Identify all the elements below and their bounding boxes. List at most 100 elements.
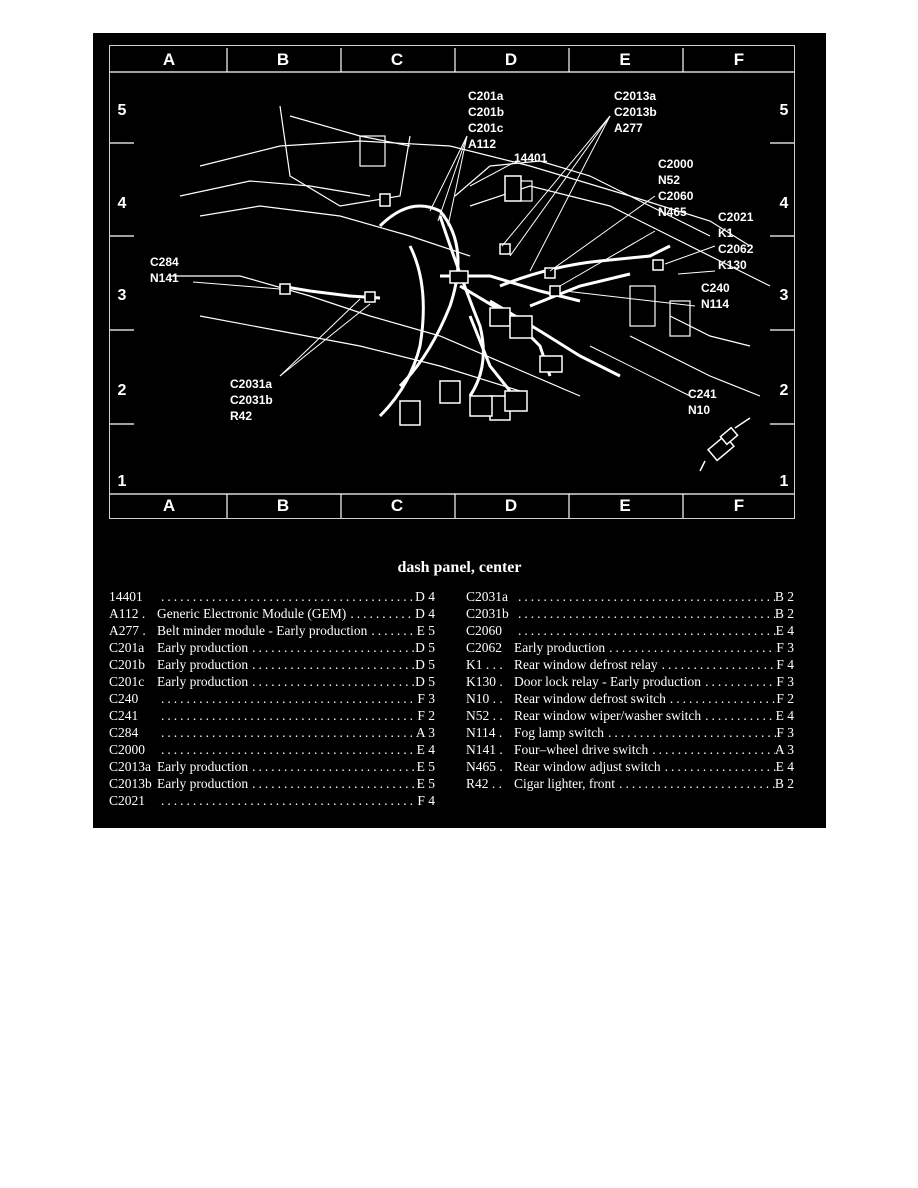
dash-panel-figure: A B C D E F A B C D E F 5 4 3 2 1 5 4 3 … — [93, 33, 826, 828]
legend-description: Rear window defrost relay — [514, 657, 658, 672]
legend-grid-location: F 3 — [417, 691, 435, 706]
callout-label: C2031b — [230, 393, 273, 407]
grid-row-label-left: 5 — [117, 102, 127, 119]
legend-description: Early production — [157, 657, 249, 672]
grid-row-label-left: 1 — [117, 473, 127, 490]
legend-right-column: C2031a..................................… — [466, 589, 794, 793]
callout-c240: C240 N114 — [701, 280, 730, 312]
callout-label: C201b — [468, 105, 505, 119]
grid-row-label-right: 2 — [779, 382, 789, 399]
callout-label: K1 — [718, 226, 734, 240]
legend-code: C201a — [109, 640, 145, 655]
grid-row-label-right: 3 — [779, 287, 789, 304]
callout-label: A112 — [468, 137, 497, 151]
legend-code: C2031b — [466, 606, 509, 621]
legend-leader-dots: ........................................… — [609, 640, 776, 655]
grid-row-label-right: 1 — [779, 473, 789, 490]
legend-grid-location: D 4 — [415, 589, 435, 604]
legend-grid-location: B 2 — [774, 776, 794, 791]
legend-code: N52 . . — [466, 708, 503, 723]
callout-label: C2062 — [718, 242, 754, 256]
callout-label: N52 — [658, 173, 681, 187]
legend-row: N141 .Four–wheel drive switch...........… — [466, 742, 794, 759]
legend-description: Rear window defrost switch — [514, 691, 666, 706]
legend-row: C241....................................… — [109, 708, 435, 725]
legend-leader-dots: ........................................… — [371, 623, 416, 638]
legend-description: Fog lamp switch — [514, 725, 604, 740]
legend-description: Early production — [157, 776, 249, 791]
callout-label: N141 — [150, 271, 179, 285]
legend-row: K130 .Door lock relay - Early production… — [466, 674, 794, 691]
legend-row: K1 . . .Rear window defrost relay.......… — [466, 657, 794, 674]
legend-grid-location: E 4 — [416, 742, 435, 757]
legend-code: C2021 — [109, 793, 146, 808]
callout-label: R42 — [230, 409, 253, 423]
grid-row-label-left: 3 — [117, 287, 127, 304]
legend-code: N10 . . — [466, 691, 503, 706]
legend-grid-location: D 4 — [415, 606, 435, 621]
legend-description: Four–wheel drive switch — [514, 742, 649, 757]
callout-label: C2021 — [718, 210, 754, 224]
callout-label: C201a — [468, 89, 504, 103]
legend-grid-location: B 2 — [774, 589, 794, 604]
callout-c284: C284 N141 — [150, 254, 179, 286]
legend-leader-dots: ........................................… — [161, 589, 416, 604]
legend-row: C2060...................................… — [466, 623, 794, 640]
legend-row: N52 . .Rear window wiper/washer switch..… — [466, 708, 794, 725]
legend-grid-location: F 3 — [776, 725, 794, 740]
grid-col-label-bottom: E — [619, 496, 631, 515]
legend-leader-dots: ........................................… — [518, 589, 775, 604]
callout-c241: C241 N10 — [688, 386, 717, 418]
legend-leader-dots: ........................................… — [252, 759, 417, 774]
grid-col-label-bottom: C — [390, 496, 404, 515]
legend-leader-dots: ........................................… — [161, 725, 416, 740]
legend-row: C2031a..................................… — [466, 589, 794, 606]
legend-grid-location: A 3 — [415, 725, 435, 740]
legend-leader-dots: ........................................… — [619, 776, 775, 791]
legend-code: C2031a — [466, 589, 508, 604]
legend-description: Rear window wiper/washer switch — [514, 708, 702, 723]
legend-description: Early production — [157, 674, 249, 689]
legend-description: Belt minder module - Early production — [157, 623, 368, 638]
legend-description: Generic Electronic Module (GEM) — [157, 606, 347, 621]
legend-row: N10 . . Rear window defrost switch.......… — [466, 691, 794, 708]
legend-leader-dots: ........................................… — [518, 606, 775, 621]
legend-code: R42 . . — [466, 776, 503, 791]
callout-c2031: C2031a C2031b R42 — [230, 376, 273, 424]
legend-row: C240....................................… — [109, 691, 435, 708]
wiring-diagram-drawing — [110, 48, 794, 518]
legend-description: Early production — [157, 759, 249, 774]
grid-col-label-top: E — [619, 50, 631, 69]
legend-description: Early production — [514, 640, 606, 655]
grid-col-label-top: A — [162, 50, 176, 69]
legend-grid-location: F 4 — [417, 793, 435, 808]
legend-code: C201b — [109, 657, 146, 672]
legend-row: 14401...................................… — [109, 589, 435, 606]
legend-row: C201b Early production...................… — [109, 657, 435, 674]
grid-col-label-top: B — [276, 50, 290, 69]
legend-leader-dots: ........................................… — [252, 640, 415, 655]
grid-col-label-top: F — [733, 50, 745, 69]
grid-col-label-bottom: B — [276, 496, 290, 515]
legend-leader-dots: ........................................… — [350, 606, 415, 621]
legend-code: C240 — [109, 691, 139, 706]
grid-row-label-left: 2 — [117, 382, 127, 399]
legend-leader-dots: ........................................… — [664, 759, 776, 774]
legend-left-column: 14401...................................… — [109, 589, 435, 810]
legend-code: K1 . . . — [466, 657, 503, 672]
legend-grid-location: F 3 — [776, 640, 794, 655]
legend-leader-dots: ........................................… — [252, 657, 415, 672]
callout-c201: C201a C201b C201c A112 — [468, 88, 504, 152]
legend-grid-location: E 4 — [775, 708, 794, 723]
legend-grid-location: B 2 — [774, 606, 794, 621]
legend-leader-dots: ........................................… — [252, 674, 415, 689]
legend-leader-dots: ........................................… — [161, 691, 417, 706]
legend-code: C2000 — [109, 742, 146, 757]
legend-grid-location: F 3 — [776, 674, 794, 689]
callout-label: N465 — [658, 205, 687, 219]
legend-leader-dots: ........................................… — [669, 691, 777, 706]
grid-row-label-right: 4 — [779, 195, 789, 212]
